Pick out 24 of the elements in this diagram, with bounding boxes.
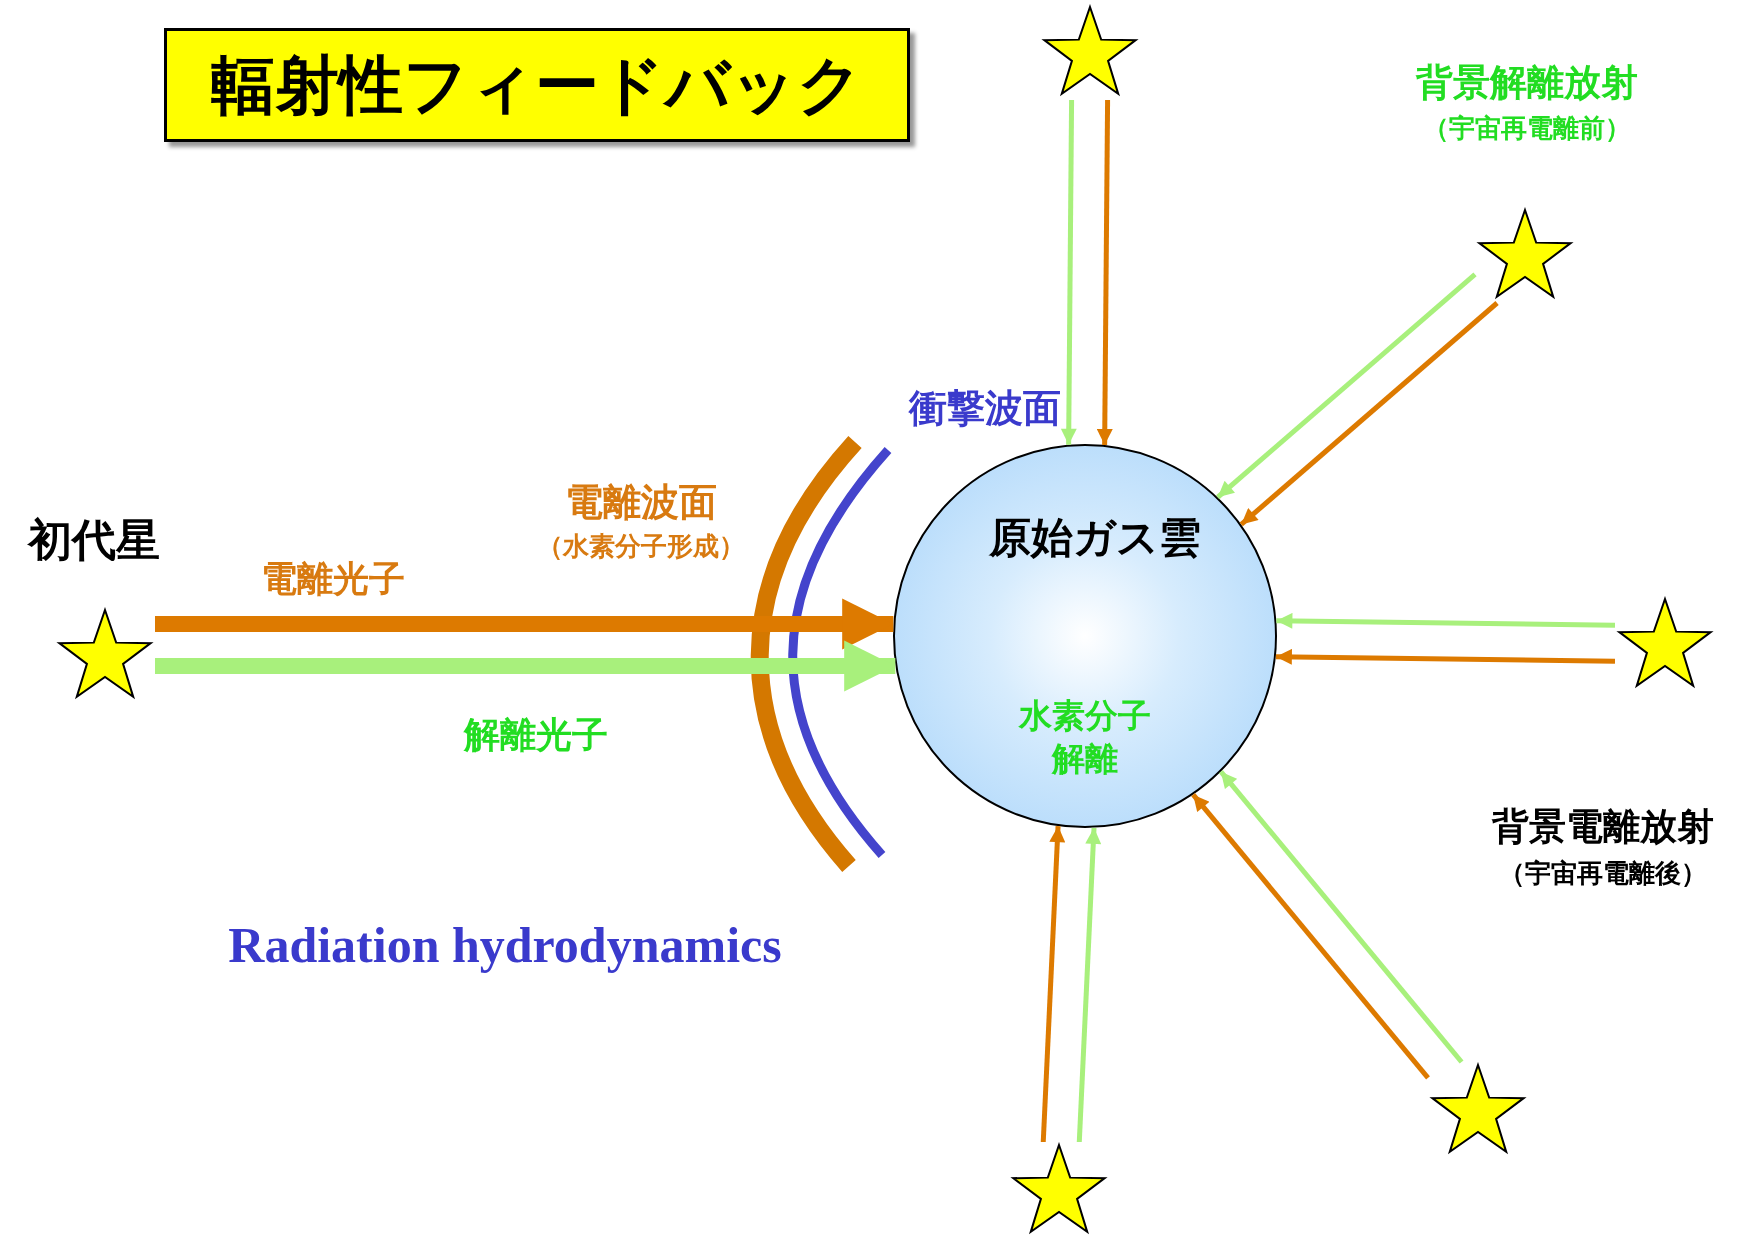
arrow (1040, 826, 1066, 1143)
arrow (155, 640, 896, 692)
arrow (1275, 648, 1616, 665)
note-text: （宇宙再電離前） (1423, 111, 1631, 145)
arrow (1191, 793, 1430, 1080)
arrow (1276, 612, 1616, 629)
region-label: 電離波面 (565, 478, 717, 526)
note-text: （宇宙再電離後） (1499, 856, 1707, 890)
node-caption: 初代星 (28, 512, 160, 567)
arrow (1076, 827, 1102, 1143)
title-banner: 輻射性フィードバック (164, 28, 910, 142)
arrow (1218, 770, 1464, 1064)
note-text: （水素分子形成） (537, 529, 745, 563)
region-label: 背景解離放射 (1416, 60, 1638, 106)
subtitle-text: Radiation hydrodynamics (228, 916, 782, 974)
arrow (155, 598, 894, 650)
arrow (1216, 272, 1477, 500)
region-label: 背景電離放射 (1492, 804, 1714, 850)
arrow (1096, 99, 1113, 446)
cloud-note: 水素分子解離 (1017, 695, 1152, 780)
arrow (1239, 301, 1499, 527)
region-label: 衝撃波面 (909, 384, 1061, 432)
cloud-title: 原始ガス雲 (989, 512, 1201, 564)
arrow (1060, 99, 1077, 445)
